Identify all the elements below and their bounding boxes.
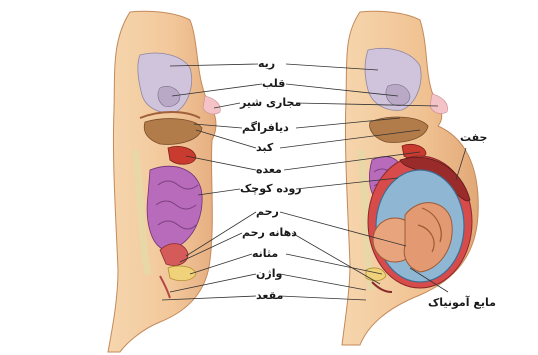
label-lungs: ریه [258,57,275,70]
label-cervix: دهانه رحم [242,226,297,239]
label-anus: مقعد [256,289,283,302]
left-breast [203,96,220,114]
label-small-intestine: روده کوچک [240,182,302,195]
label-stomach: معده [256,163,282,176]
label-bladder: مثانه [252,247,278,260]
label-amniotic-fluid: مایع آمونیاک [428,296,496,309]
label-milk-ducts: مجاری شیر [240,96,301,109]
label-liver: کبد [256,141,273,154]
label-diaphragm: دیافراگم [242,121,289,134]
label-heart: قلب [262,77,285,90]
label-vagina: واژن [256,267,282,280]
left-figure [108,11,220,352]
right-figure [342,11,478,345]
label-placenta: جفت [460,131,488,144]
label-uterus: رحم [256,205,279,218]
